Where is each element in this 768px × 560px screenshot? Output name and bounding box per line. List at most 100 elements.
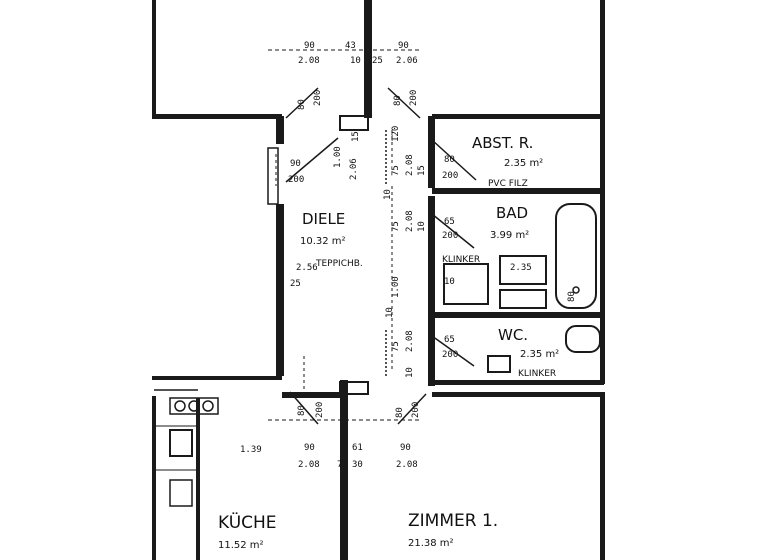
door-leaf	[431, 335, 475, 367]
chimney-top	[339, 115, 369, 131]
door-width: 90	[290, 159, 301, 169]
washbasin-2	[499, 255, 547, 285]
corr-dim: 10	[383, 189, 393, 200]
corr-dim: 15	[417, 165, 427, 176]
sink	[169, 429, 193, 457]
door-height-small: 200	[409, 90, 419, 106]
door-leaf	[431, 213, 475, 249]
corr-dim: 10	[417, 221, 427, 232]
corr-dim: 10	[385, 307, 395, 318]
washbasin-1	[443, 263, 489, 305]
bad-dim: 80	[567, 291, 577, 302]
door-leaf	[285, 87, 319, 119]
room-area-diele: 10.32 m²	[300, 236, 346, 247]
wall-segment	[276, 204, 284, 376]
corr-dim: 2.08	[405, 210, 415, 232]
door-height-small: 200	[313, 90, 323, 106]
room-area-zimmer1: 21.38 m²	[408, 538, 454, 549]
door-height: 2.06	[396, 56, 418, 66]
room-area-abstr: 2.35 m²	[504, 158, 543, 169]
bathtub	[555, 203, 597, 309]
kitchen-counter	[169, 479, 193, 507]
room-area-kueche: 11.52 m²	[218, 540, 264, 551]
offset: 25	[372, 56, 383, 66]
chimney-bottom	[339, 381, 369, 395]
wall-segment	[282, 392, 340, 398]
kitchen-dim: 1.39	[240, 445, 262, 455]
room-floor-diele: TEPPICHB.	[315, 259, 363, 269]
room-area-wc: 2.35 m²	[520, 349, 559, 360]
door-swings	[285, 87, 477, 425]
wall-segment	[432, 380, 604, 385]
wall-segment	[364, 0, 372, 118]
dims-bottom: 90 2.08 200 80 7 30 61 90 2.08 80 200	[297, 402, 421, 470]
room-floor-bad: KLINKER	[442, 255, 480, 265]
tub-dimension: 2.35	[510, 263, 532, 273]
door-width: 90	[398, 41, 409, 51]
door-width: 65	[444, 335, 455, 345]
wall-segment	[428, 196, 435, 386]
door-height-small: 200	[442, 231, 458, 241]
burner	[188, 400, 200, 412]
door-width: 90	[304, 443, 315, 453]
room-name-zimmer1: ZIMMER 1.	[408, 511, 498, 531]
wall-segment	[152, 114, 282, 119]
door-small: 15	[351, 131, 361, 142]
offset: 7	[337, 460, 342, 470]
wall-segment	[340, 380, 348, 560]
door-leaf	[387, 87, 421, 119]
door-height-small: 200	[288, 175, 304, 185]
room-name-abstr: ABST. R.	[472, 134, 533, 152]
wall-segment	[152, 376, 282, 380]
corr-dim: 120	[391, 126, 401, 142]
walls	[152, 0, 605, 560]
door-side: 80	[297, 99, 307, 110]
door-width: 80	[444, 155, 455, 165]
door-width: 65	[444, 217, 455, 227]
wall-segment	[432, 114, 605, 119]
door-side: 80	[393, 95, 403, 106]
corr-dim: 1.00	[391, 276, 401, 298]
room-name-kueche: KÜCHE	[218, 511, 277, 533]
wall-segment	[432, 188, 604, 194]
room-area-bad: 3.99 m²	[490, 230, 529, 241]
corr-dim: 2.08	[405, 154, 415, 176]
wall-segment	[196, 398, 200, 560]
door-height: 2.08	[298, 56, 320, 66]
corr-dim: 75	[391, 341, 401, 352]
door-side: 1.00	[333, 146, 343, 168]
door-height-small: 200	[442, 350, 458, 360]
burner	[202, 400, 214, 412]
bad-dim: 10	[444, 277, 455, 287]
door-side: 80	[395, 407, 405, 418]
door-height: 2.08	[396, 460, 418, 470]
room-height-diele: 2.56	[296, 263, 318, 273]
door-leaf	[289, 391, 319, 425]
opening-height: 10	[350, 56, 361, 66]
bad-cabinet	[499, 289, 547, 309]
wall-note-diele: 25	[290, 279, 301, 289]
wall-segment	[600, 392, 605, 560]
dims-top: 90 2.08 200 80 43 10 25 90 2.06 80 200	[297, 41, 419, 110]
door-height-small: 200	[411, 402, 421, 418]
wall-segment	[432, 312, 604, 318]
room-floor-wc: KLINKER	[518, 369, 556, 379]
wall-segment	[600, 116, 605, 384]
corr-dim: 75	[391, 221, 401, 232]
door-height: 2.08	[298, 460, 320, 470]
door-width: 90	[304, 41, 315, 51]
wc-bowl	[565, 325, 601, 353]
opening-height: 30	[352, 460, 363, 470]
stove	[169, 397, 219, 415]
fixtures	[154, 49, 601, 507]
wall-niche	[267, 147, 279, 205]
room-labels: DIELE 10.32 m² TEPPICHB. 2.56 25 ABST. R…	[218, 134, 559, 551]
wall-segment	[152, 0, 156, 116]
wall-segment	[152, 396, 156, 560]
door-side: 80	[297, 405, 307, 416]
corr-dim: 10	[405, 367, 415, 378]
wall-segment	[428, 116, 435, 188]
door-leaf	[285, 137, 339, 183]
door-height-small: 200	[315, 402, 325, 418]
